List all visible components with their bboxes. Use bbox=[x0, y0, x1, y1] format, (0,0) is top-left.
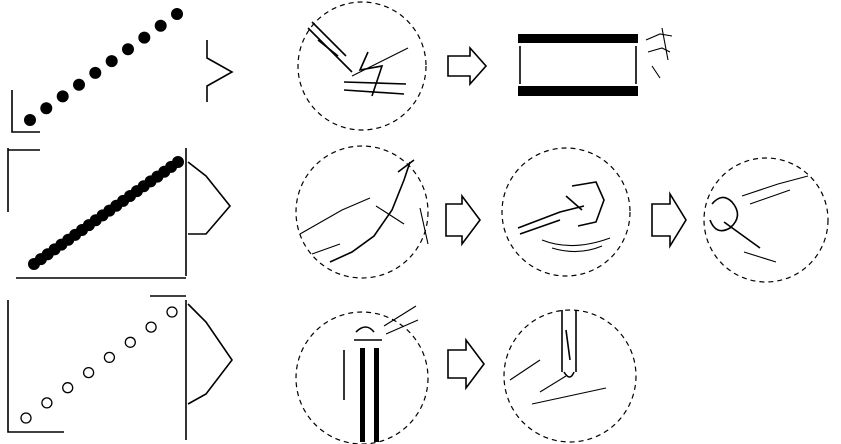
row-1 bbox=[12, 2, 672, 132]
row-1-dot-panel bbox=[12, 8, 183, 132]
row-3-step-2-circle bbox=[504, 310, 636, 442]
row-3-dot bbox=[146, 322, 156, 332]
row-2-dot-series bbox=[28, 156, 184, 270]
row-3-arrow-1 bbox=[188, 304, 232, 404]
row-1-dot-series bbox=[24, 8, 183, 126]
row-3-dot bbox=[104, 352, 114, 362]
row-2 bbox=[8, 146, 828, 282]
row-2-arrow-3 bbox=[652, 194, 686, 246]
row-1-dot bbox=[40, 102, 52, 114]
row-2-arrow-1 bbox=[188, 162, 230, 234]
row-1-arrow-1 bbox=[207, 40, 232, 102]
row-1-dot bbox=[89, 67, 101, 79]
row-2-dot bbox=[172, 156, 184, 168]
row-2-arrow-2 bbox=[446, 196, 480, 244]
row-3-dot-series bbox=[21, 307, 177, 423]
row-1-dot bbox=[24, 114, 36, 126]
row-1-step-1-weld-circle bbox=[298, 2, 426, 130]
row-3-dot bbox=[21, 413, 31, 423]
row-3 bbox=[8, 296, 636, 444]
row-3-dot-panel bbox=[8, 296, 186, 440]
row-3-dot bbox=[84, 368, 94, 378]
row-1-dot bbox=[171, 8, 183, 20]
row-3-dot bbox=[63, 383, 73, 393]
row-1-dot bbox=[57, 90, 69, 102]
row-1-dot bbox=[122, 43, 134, 55]
row-2-step-3-circle bbox=[704, 158, 828, 282]
row-2-step-1-circle bbox=[296, 146, 428, 278]
row-3-dot bbox=[167, 307, 177, 317]
row-1-step-2-plates bbox=[518, 28, 672, 96]
row-1-dot bbox=[73, 79, 85, 91]
row-3-dot bbox=[42, 398, 52, 408]
row-1-arrow-2 bbox=[448, 48, 486, 84]
row-1-dot bbox=[106, 55, 118, 67]
row-2-dot-panel bbox=[8, 148, 186, 278]
row-2-step-2-circle bbox=[502, 148, 630, 276]
row-1-dot bbox=[155, 20, 167, 32]
row-3-dot bbox=[125, 337, 135, 347]
row-1-dot bbox=[138, 32, 150, 44]
row-3-step-1-circle bbox=[296, 306, 428, 444]
row-3-arrow-2 bbox=[448, 340, 484, 388]
